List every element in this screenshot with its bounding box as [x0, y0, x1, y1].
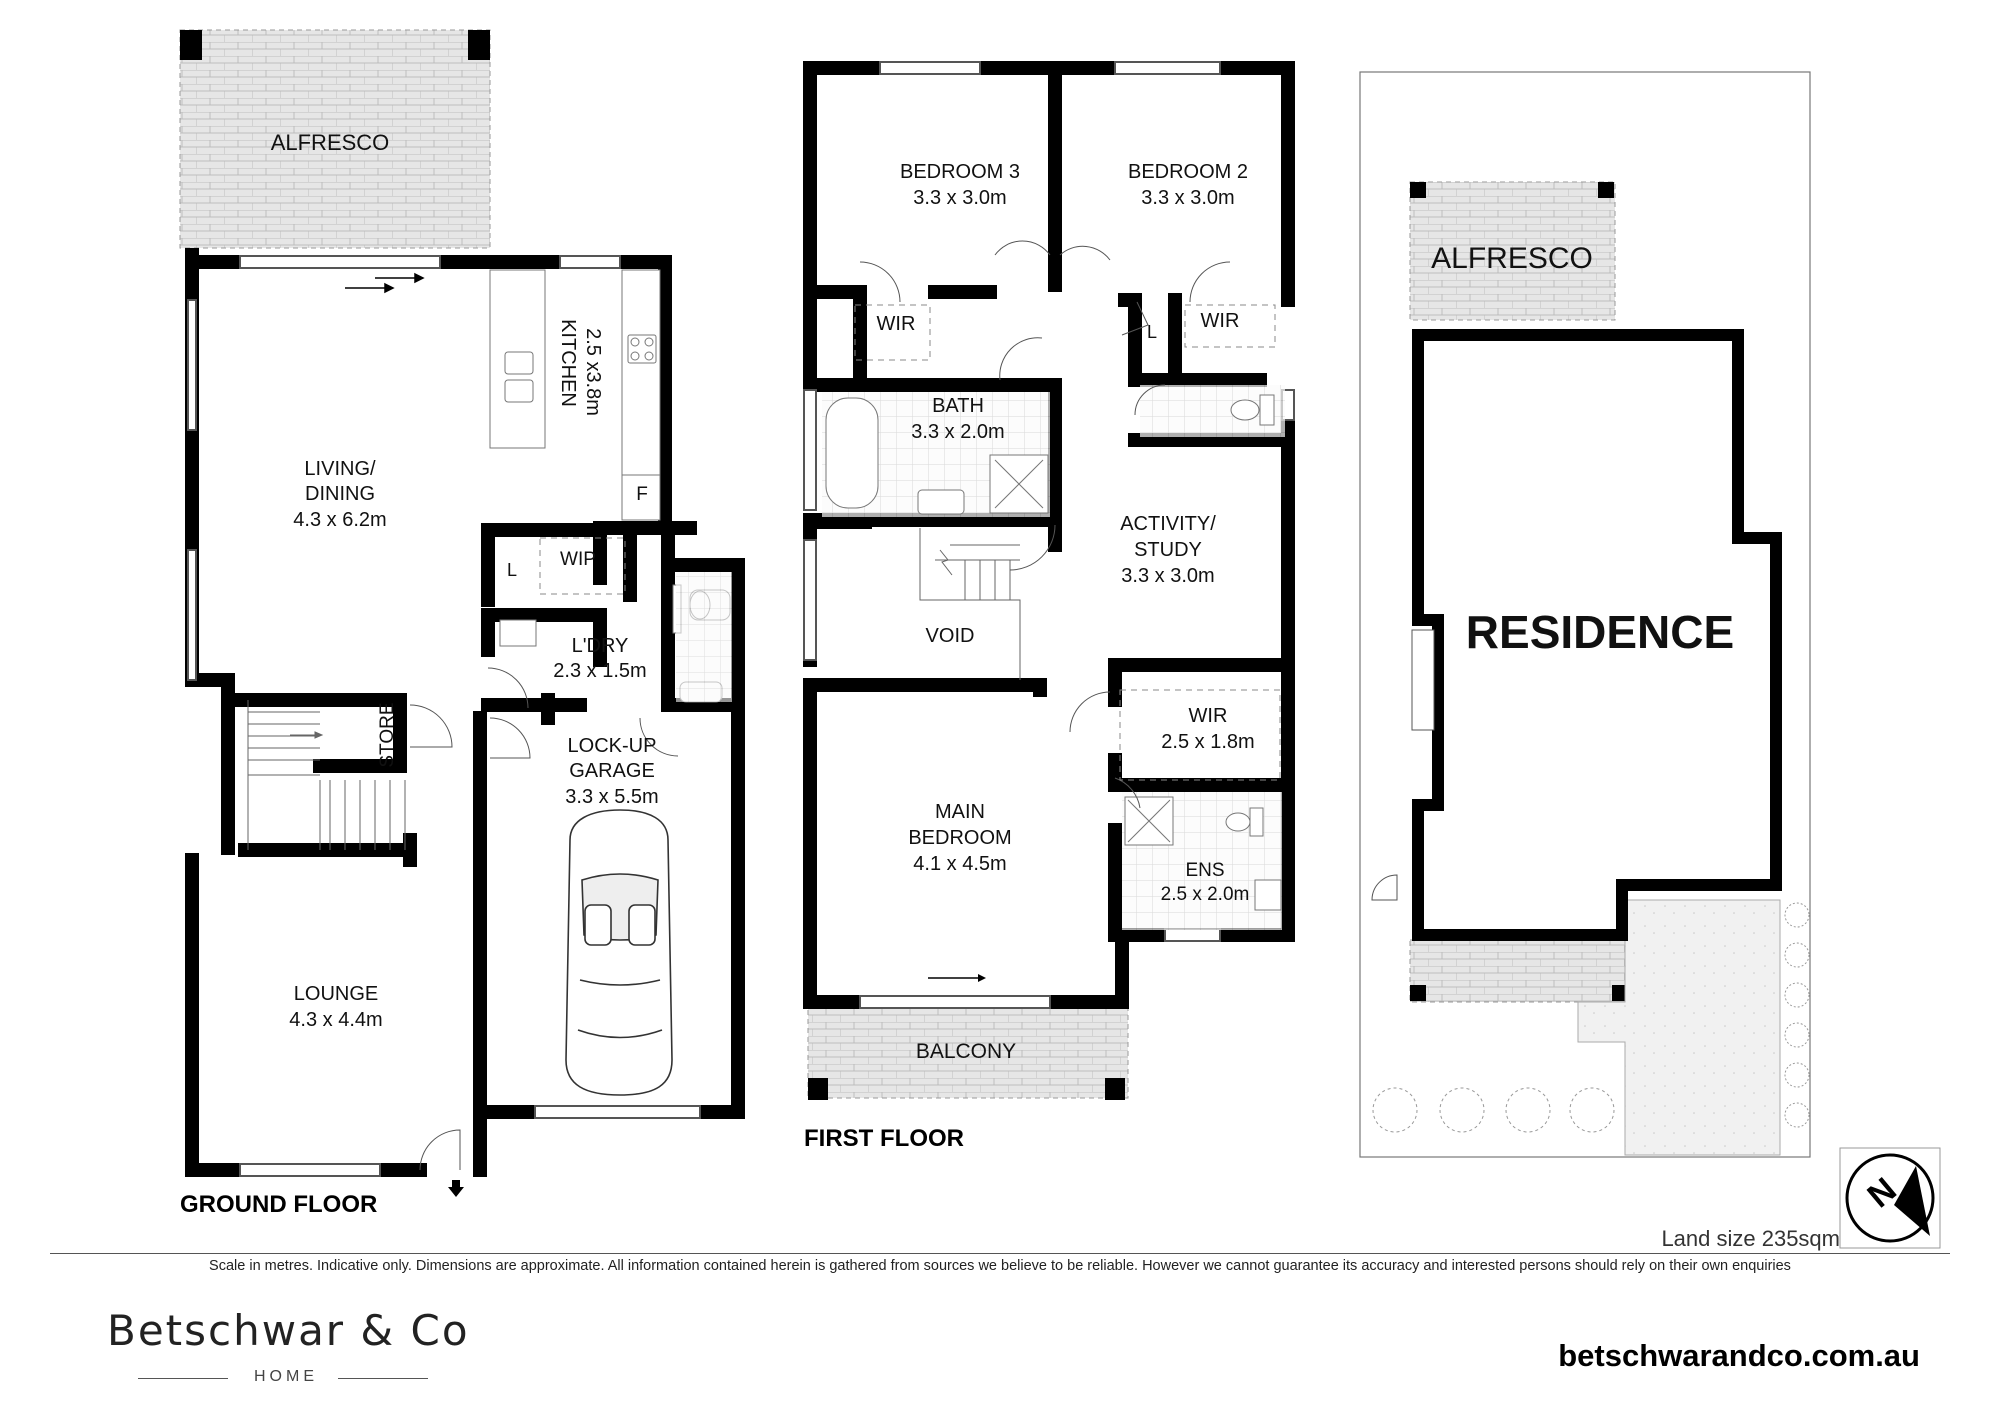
fridge-label: F: [636, 484, 648, 505]
shrub-icons: [1372, 902, 1810, 1133]
activity-dimensions: 3.3 x 3.0m: [1121, 565, 1214, 587]
lounge-dimensions: 4.3 x 4.4m: [289, 1009, 382, 1031]
bedroom3-label: BEDROOM 3: [900, 161, 1020, 183]
garage-dimensions: 3.3 x 5.5m: [565, 786, 658, 808]
kitchen-label: KITCHEN: [557, 319, 579, 407]
wip-label: WIP: [560, 549, 596, 570]
ground-floor-title: GROUND FLOOR: [180, 1191, 377, 1218]
first-walls: [803, 61, 1295, 1009]
garage-label-line2: GARAGE: [569, 760, 655, 782]
wir-bedroom3-label: WIR: [877, 313, 916, 335]
website-link[interactable]: betschwarandco.com.au: [1558, 1338, 1920, 1373]
north-arrow-icon: N: [1839, 1147, 1941, 1249]
site-alfresco-label: ALFRESCO: [1431, 242, 1593, 275]
laundry-dimensions: 2.3 x 1.5m: [553, 660, 646, 682]
ground-stairs: [247, 700, 406, 850]
logo-divider-left: [138, 1378, 228, 1379]
brand-logo: Betschwar & Co: [107, 1306, 470, 1355]
lounge-label: LOUNGE: [294, 983, 378, 1005]
land-size-label: Land size 235sqm: [1661, 1226, 1840, 1251]
living-label-line2: DINING: [305, 483, 375, 505]
alfresco-paving: [179, 29, 491, 249]
ground-floor-plan: ALFRESCO KITCHEN 2.5 x3.8m F LIVING/ DIN…: [179, 29, 745, 1218]
bath-dimensions: 3.3 x 2.0m: [911, 421, 1004, 443]
residence-footprint: [1412, 329, 1782, 941]
ground-walls: [185, 248, 745, 1177]
kitchen-dimensions: 2.5 x3.8m: [582, 328, 604, 416]
linen-label: L: [507, 560, 517, 580]
first-floor-title: FIRST FLOOR: [804, 1125, 964, 1152]
residence-label: RESIDENCE: [1466, 606, 1734, 658]
laundry-label: L'DRY: [572, 635, 629, 657]
brand-tagline: HOME: [254, 1368, 318, 1385]
entry-arrow-icon: [448, 1180, 464, 1197]
activity-label-line1: ACTIVITY/: [1120, 513, 1216, 535]
kitchen-island: [489, 269, 661, 521]
disclaimer-text: Scale in metres. Indicative only. Dimens…: [209, 1258, 1791, 1274]
first-stairs: [919, 528, 1021, 680]
wir-bedroom2-label: WIR: [1201, 310, 1240, 332]
bath-label: BATH: [932, 395, 984, 417]
void-label: VOID: [926, 625, 975, 647]
alfresco-label: ALFRESCO: [271, 130, 390, 155]
balcony-label: BALCONY: [916, 1040, 1016, 1063]
ensuite-dimensions: 2.5 x 2.0m: [1161, 884, 1250, 905]
site-plan: ALFRESCO RESIDENCE N: [1359, 71, 1941, 1249]
footer-divider: [50, 1253, 1950, 1254]
wir-main-dimensions: 2.5 x 1.8m: [1161, 731, 1254, 753]
site-alfresco-paving: [1409, 181, 1616, 321]
living-dimensions: 4.3 x 6.2m: [293, 509, 386, 531]
bedroom2-dimensions: 3.3 x 3.0m: [1141, 187, 1234, 209]
bedroom2-label: BEDROOM 2: [1128, 161, 1248, 183]
logo-divider-right: [338, 1378, 428, 1379]
bedroom3-dimensions: 3.3 x 3.0m: [913, 187, 1006, 209]
linen-first-label: L: [1147, 322, 1157, 342]
car-icon: [565, 809, 673, 1096]
balcony-paving: [807, 1001, 1129, 1099]
store-label: STORE: [377, 702, 398, 767]
activity-label-line2: STUDY: [1134, 539, 1202, 561]
living-label-line1: LIVING/: [304, 458, 376, 480]
garage-label-line1: LOCK-UP: [568, 735, 657, 757]
ensuite-label: ENS: [1185, 860, 1224, 881]
wir-main-label: WIR: [1189, 705, 1228, 727]
first-floor-plan: BEDROOM 3 3.3 x 3.0m BEDROOM 2 3.3 x 3.0…: [803, 61, 1295, 1152]
main-bedroom-label-line1: MAIN: [935, 801, 985, 823]
main-bedroom-dimensions: 4.1 x 4.5m: [913, 853, 1006, 875]
main-bedroom-label-line2: BEDROOM: [908, 827, 1011, 849]
